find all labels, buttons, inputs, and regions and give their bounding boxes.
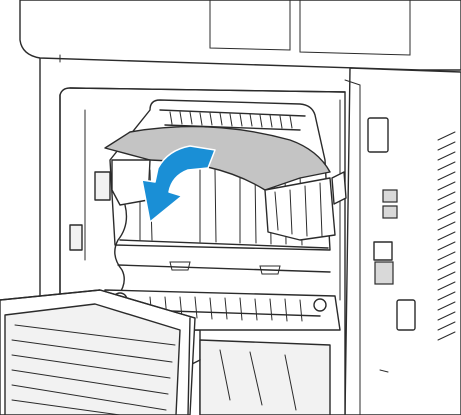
latch [332,172,346,204]
printer-top-housing [20,0,461,70]
printer-side-panel [345,68,461,415]
open-rear-door [0,290,195,415]
